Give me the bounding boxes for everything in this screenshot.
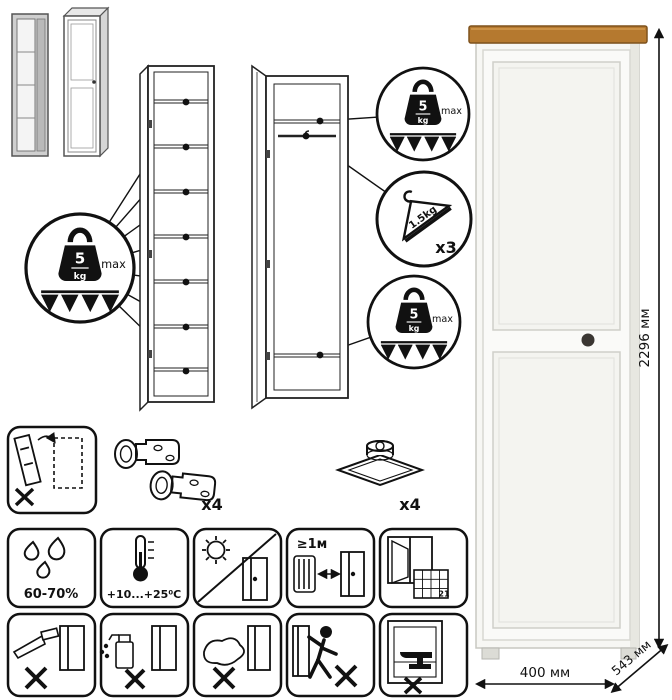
hanger-count: x3	[435, 238, 456, 257]
knife-icon	[12, 627, 60, 660]
x-mark-icon	[212, 666, 236, 690]
temperature-label: +10...+25⁰C	[107, 588, 181, 601]
height-label: 2296 мм	[637, 308, 653, 367]
hanger-load-badge: 1.5kg x3	[375, 170, 473, 268]
x-mark-icon	[24, 666, 48, 690]
no-leaning-panel	[285, 612, 376, 698]
sunlight-panel	[192, 527, 283, 609]
no-liquids-panel	[99, 612, 190, 698]
door-upper-panel	[492, 61, 621, 331]
foot-hardware: x4	[335, 440, 425, 514]
humidity-label: 60-70%	[24, 587, 79, 602]
humidity-panel: 60-70%	[6, 527, 97, 609]
foot-count: x4	[399, 495, 420, 514]
radiator-icon	[293, 555, 316, 593]
wardrobe-render	[468, 25, 648, 660]
shelf-weight-badge	[26, 214, 134, 322]
open-wardrobe-diagram	[251, 64, 425, 410]
x-mark-icon	[14, 487, 35, 507]
hinge-count: x4	[201, 495, 222, 514]
hinge-hardware: x4	[114, 439, 223, 514]
thermometer-icon	[133, 535, 154, 582]
cabinet-outline-icon	[53, 437, 83, 489]
shelf-cabinet-diagram	[79, 64, 215, 412]
droplets-icon	[23, 536, 66, 579]
assembly-warning-panel	[6, 425, 98, 515]
bottom-shelf-weight-badge	[368, 276, 460, 368]
cabinet-icon	[151, 625, 177, 671]
door-lower-panel	[492, 351, 621, 629]
spray-bottle-icon	[99, 634, 134, 669]
cabinet-icon	[59, 625, 85, 671]
shelves	[154, 99, 208, 372]
temperature-panel: +10...+25⁰C	[99, 527, 190, 609]
no-sharp-tools-panel	[6, 612, 97, 698]
heat-distance-panel: ≥1м	[285, 527, 376, 609]
wood-top	[468, 25, 648, 44]
top-shelf-weight-badge	[377, 68, 469, 160]
shelf-dots	[182, 98, 190, 375]
dimension-width: 400 мм	[474, 665, 616, 690]
x-mark-icon	[403, 676, 423, 695]
person-icon	[307, 626, 338, 679]
cabinet-icon	[340, 551, 365, 597]
ventilation-panel: 21	[378, 527, 469, 609]
door-panel-icon	[13, 433, 42, 487]
cabinet-icon	[292, 625, 310, 677]
distance-label: ≥1м	[297, 537, 328, 552]
door-knob	[581, 333, 595, 347]
width-label: 400 мм	[520, 665, 570, 681]
x-mark-icon	[124, 668, 146, 690]
thumbnail-wardrobe-closed	[11, 13, 49, 157]
calendar-icon: 21	[413, 569, 450, 599]
sun-icon	[202, 536, 230, 564]
calendar-day: 21	[438, 590, 450, 599]
no-abrasive-cleaning-panel	[192, 612, 283, 698]
dimension-height: 2296 мм	[637, 27, 665, 650]
foot-left	[481, 647, 500, 660]
thumbnail-wardrobe-3d	[62, 6, 110, 158]
cabinet-icon	[247, 625, 271, 671]
x-mark-icon	[334, 664, 358, 688]
knob-icon	[92, 80, 96, 84]
cabinet-icon	[242, 557, 268, 601]
callout-dots	[302, 117, 324, 359]
hinge-marks	[148, 120, 152, 358]
adjustable-foot-icon	[335, 440, 425, 487]
rag-icon	[203, 637, 245, 666]
anvil-icon	[400, 652, 432, 669]
no-heavy-items-panel	[378, 612, 469, 698]
hinge-icon	[114, 439, 180, 469]
open-door	[251, 64, 267, 410]
open-window-icon	[387, 536, 433, 585]
hinge-icon	[149, 470, 217, 502]
